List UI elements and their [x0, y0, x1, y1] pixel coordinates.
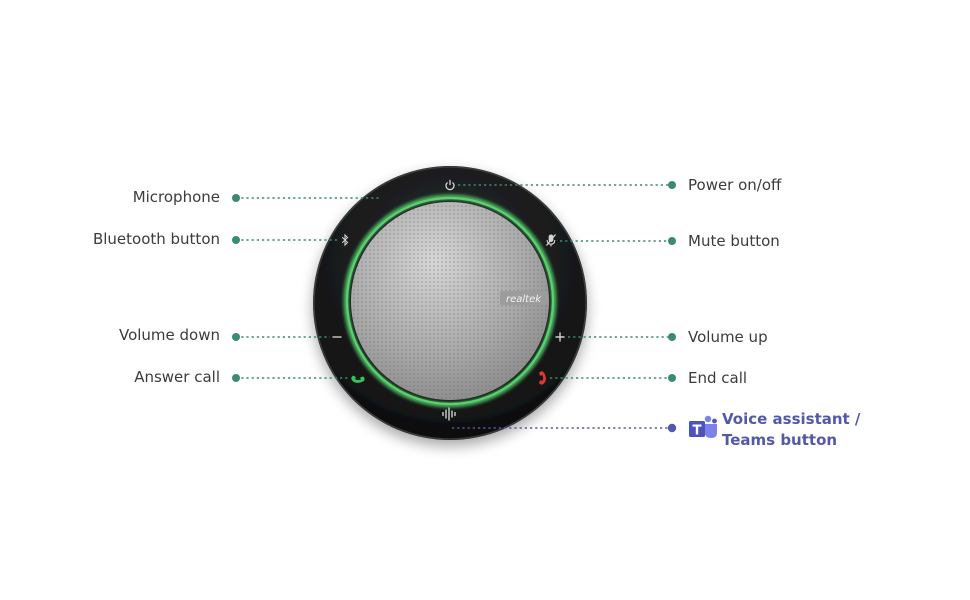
brand-plate: realtek: [500, 291, 548, 305]
status-ring: [345, 196, 555, 406]
answer-call-icon[interactable]: [350, 371, 365, 386]
teams-logo-icon: [689, 415, 717, 438]
label-volume-up: Volume up: [688, 328, 768, 346]
label-power: Power on/off: [688, 176, 782, 194]
label-answer-call: Answer call: [134, 368, 220, 386]
callout-dots: [232, 181, 676, 382]
label-voice-assistant-teams: Voice assistant / Teams button: [722, 409, 860, 451]
dot-bluetooth: [232, 236, 240, 244]
dot-voice-assistant: [667, 423, 677, 433]
dot-answer-call: [232, 374, 240, 382]
label-teams-button-line2: Teams button: [722, 431, 838, 449]
power-icon[interactable]: [445, 179, 455, 191]
label-voice-assistant-line1: Voice assistant /: [722, 410, 861, 428]
device-rim: [313, 166, 587, 440]
label-mute-button: Mute button: [688, 232, 780, 250]
dot-power: [668, 181, 676, 189]
dot-mute: [668, 237, 676, 245]
dot-microphone: [232, 194, 240, 202]
voice-assistant-icon[interactable]: [442, 407, 456, 421]
label-end-call: End call: [688, 369, 748, 387]
bluetooth-icon[interactable]: [341, 233, 349, 247]
speaker-device: realtek: [313, 166, 587, 440]
label-microphone: Microphone: [132, 188, 220, 206]
dot-volume-up: [668, 333, 676, 341]
end-call-icon[interactable]: [534, 370, 550, 386]
speaker-grille-mesh: [351, 202, 549, 400]
label-volume-down: Volume down: [118, 326, 220, 344]
dot-volume-down: [232, 333, 240, 341]
label-bluetooth-button: Bluetooth button: [92, 230, 220, 248]
callout-leaders: [236, 184, 670, 379]
volume-up-icon[interactable]: [555, 332, 565, 342]
mute-icon[interactable]: [545, 234, 557, 247]
dot-end-call: [668, 374, 676, 382]
brand-mark: realtek: [506, 294, 542, 305]
